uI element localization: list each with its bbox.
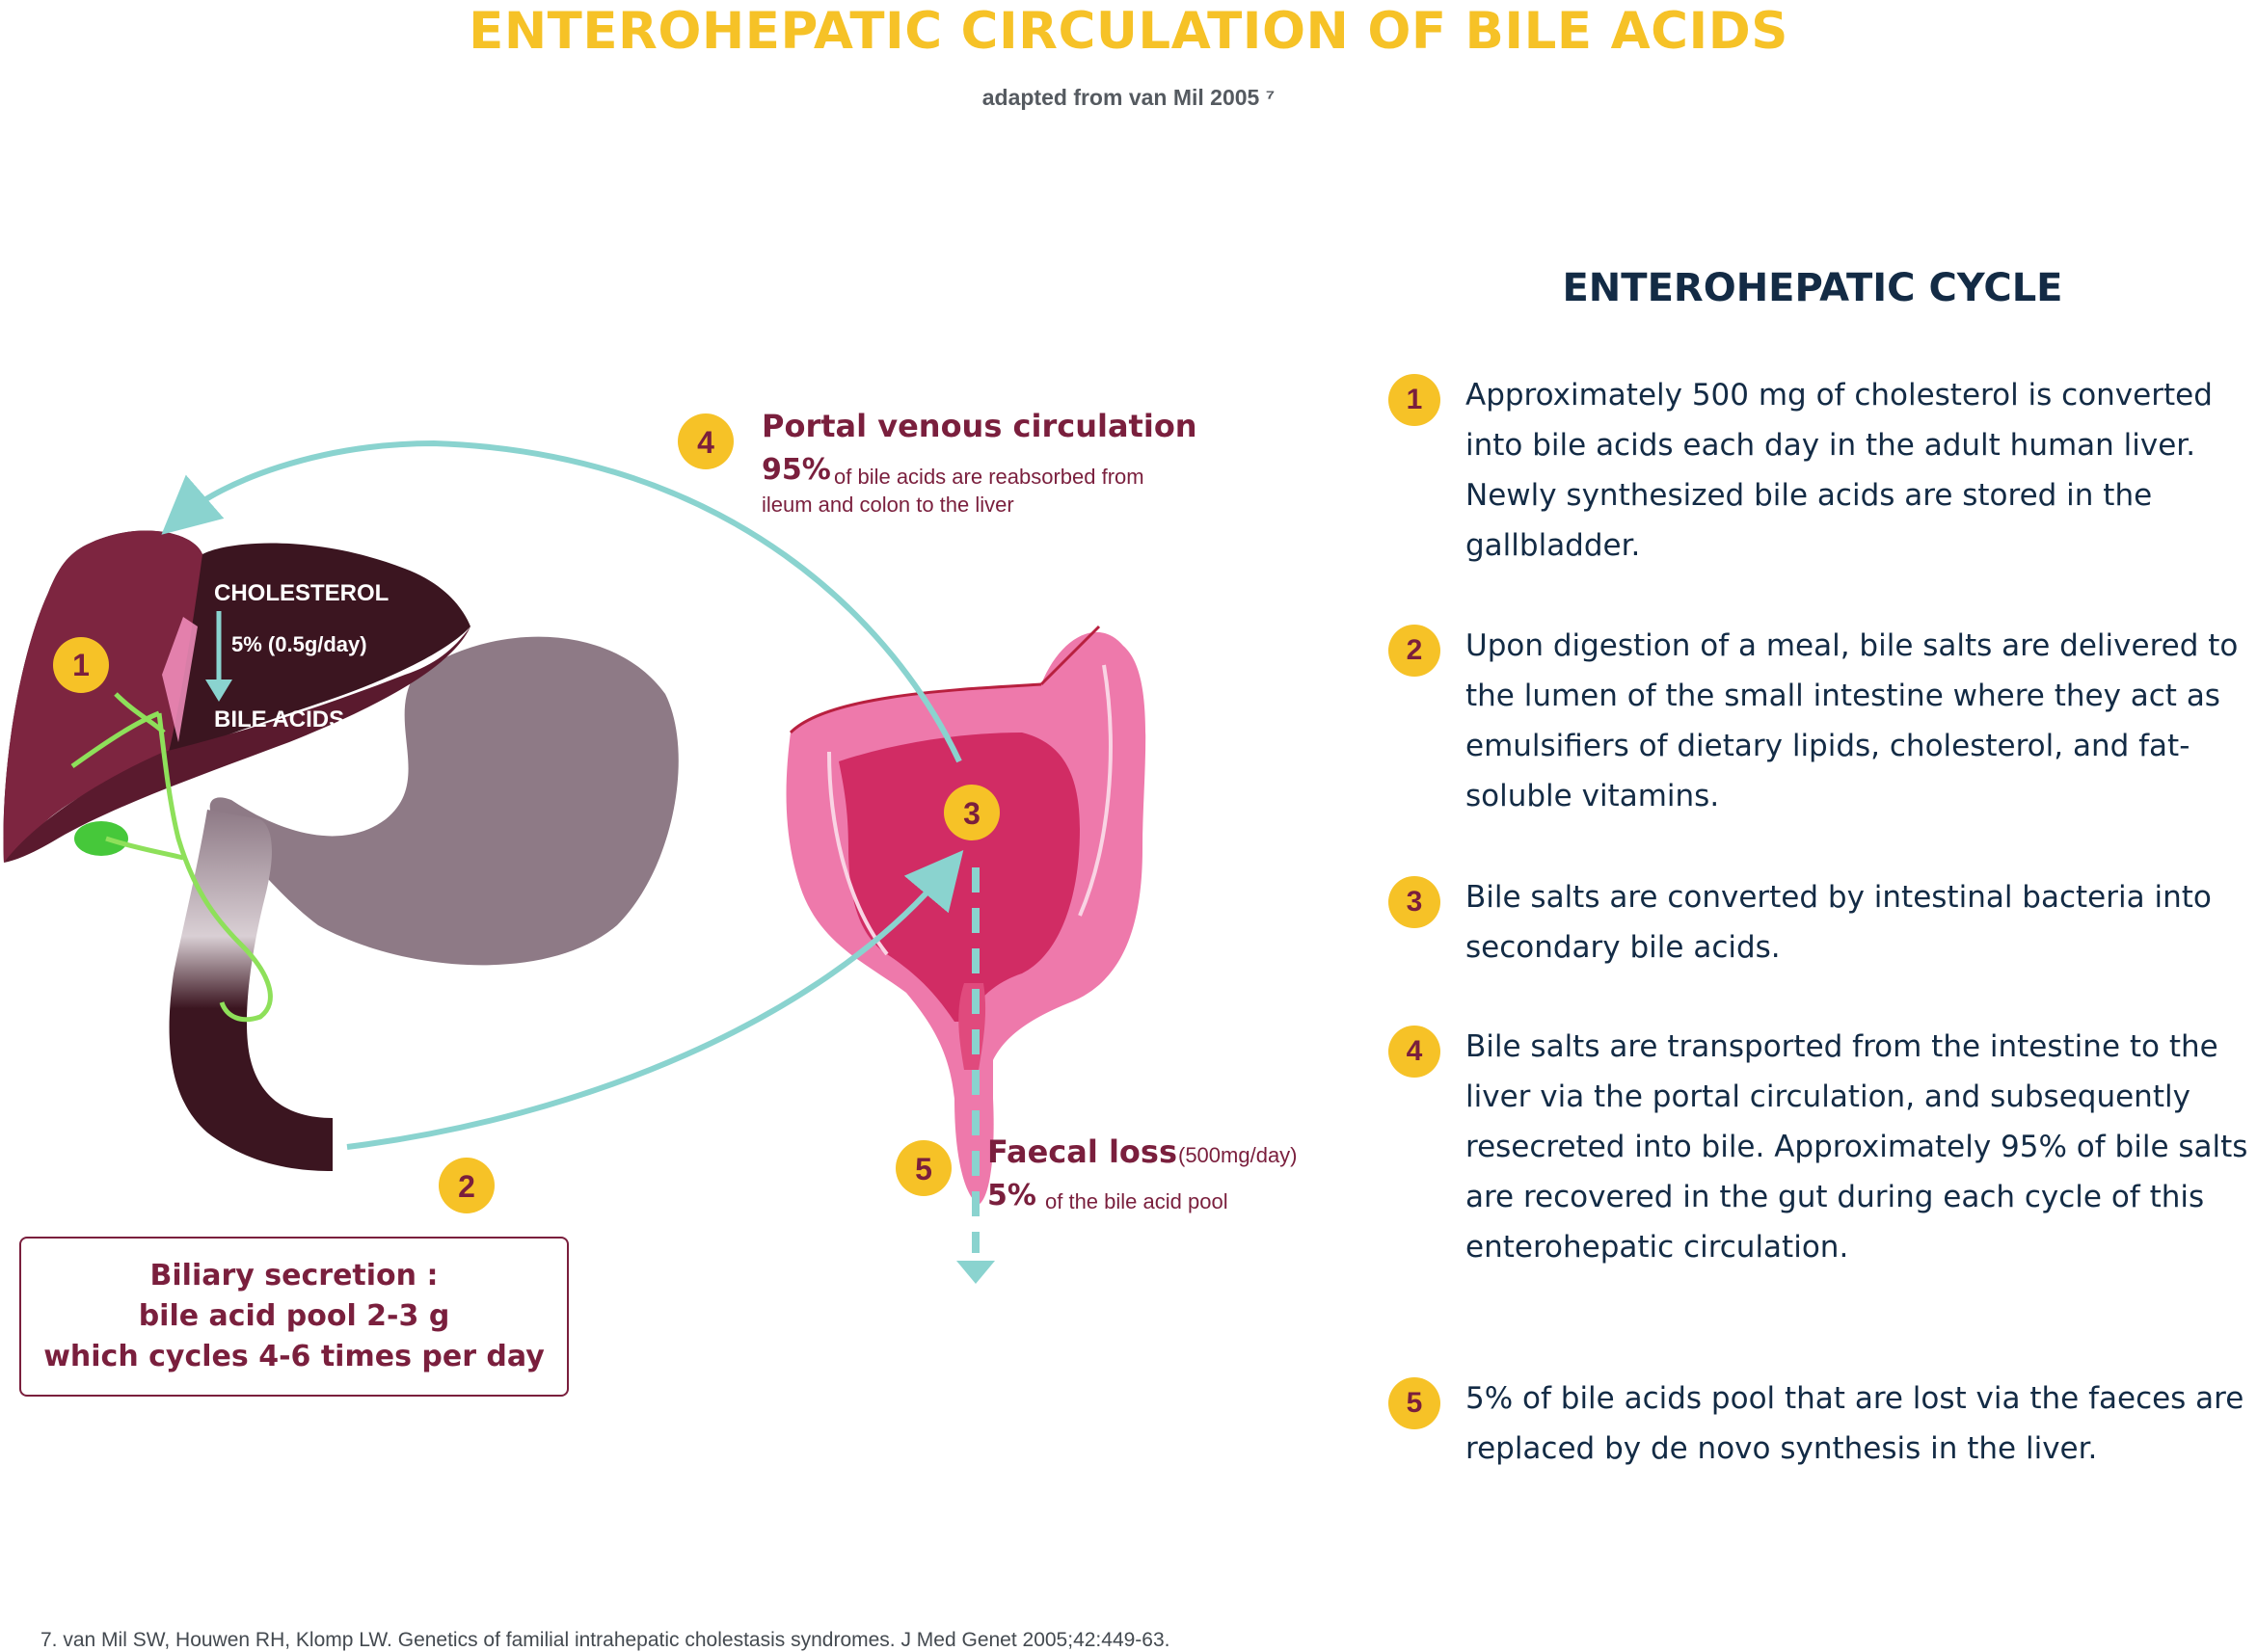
- page-title: ENTEROHEPATIC CIRCULATION OF BILE ACIDS: [469, 2, 1788, 61]
- step-5-text: 5% of bile acids pool that are lost via …: [1465, 1381, 2244, 1466]
- liver-right-lobe: [3, 530, 202, 863]
- step-1-badge: 1: [1388, 374, 1440, 426]
- large-intestine-shape: [786, 625, 1146, 1205]
- biliary-line1: Biliary secretion :: [149, 1259, 439, 1292]
- faecal-rate: (500mg/day): [1178, 1143, 1298, 1167]
- portal-text-line1: of bile acids are reabsorbed from: [834, 465, 1144, 489]
- step-3-text: Bile salts are converted by intestinal b…: [1465, 880, 2212, 965]
- biliary-line2: bile acid pool 2-3 g: [138, 1299, 450, 1333]
- biliary-line3: which cycles 4-6 times per day: [43, 1340, 545, 1373]
- cystic-duct-highlight: [162, 617, 198, 742]
- step-4-text: Bile salts are transported from the inte…: [1465, 1029, 2248, 1265]
- stomach-shape: [209, 636, 679, 966]
- step-5-badge: 5: [1388, 1377, 1440, 1429]
- bile-duct: [70, 692, 273, 1023]
- portal-percent: 95%: [762, 453, 831, 487]
- badge-3-circle: [944, 785, 1000, 840]
- gallbladder-shape: [74, 821, 128, 856]
- conversion-rate-label: 5% (0.5g/day): [231, 632, 367, 656]
- badge-2-label: 2: [458, 1169, 475, 1204]
- portal-text-line2: ileum and colon to the liver: [762, 493, 1014, 517]
- faecal-percent: 5%: [987, 1179, 1036, 1212]
- step-2-badge: 2: [1388, 625, 1440, 677]
- step-2-text: Upon digestion of a meal, bile salts are…: [1465, 628, 2239, 813]
- liver-highlight: [4, 626, 470, 863]
- faecal-text: of the bile acid pool: [1045, 1189, 1228, 1213]
- faecal-arrow-head: [956, 1261, 995, 1284]
- badge-1-label: 1: [72, 648, 90, 682]
- duodenum-shape: [169, 810, 333, 1171]
- faecal-title: Faecal loss: [987, 1133, 1177, 1170]
- footnote-reference: 7. van Mil SW, Houwen RH, Klomp LW. Gene…: [40, 1629, 1170, 1651]
- badge-4-circle: [678, 413, 734, 469]
- badge-3-label: 3: [963, 796, 981, 831]
- badge-1-circle: [53, 637, 109, 693]
- badge-5-label: 5: [915, 1152, 932, 1186]
- bile-acids-label: BILE ACIDS: [214, 706, 344, 733]
- step-3-badge: 3: [1388, 876, 1440, 928]
- step-4-badge: 4: [1388, 1026, 1440, 1078]
- intestine-arrow: [346, 850, 964, 1150]
- portal-title: Portal venous circulation: [762, 408, 1197, 444]
- cholesterol-label: CHOLESTEROL: [214, 580, 389, 606]
- badge-2-circle: [439, 1158, 495, 1213]
- page-subtitle: adapted from van Mil 2005 ⁷: [981, 85, 1276, 110]
- step-1-text: Approximately 500 mg of cholesterol is c…: [1465, 378, 2213, 563]
- badge-5-circle: [896, 1140, 952, 1196]
- conversion-arrow-head: [205, 679, 232, 702]
- badge-4-label: 4: [697, 425, 714, 460]
- portal-arrow: [161, 440, 962, 763]
- biliary-secretion-box: Biliary secretion : bile acid pool 2-3 g…: [19, 1237, 569, 1397]
- cycle-title: ENTEROHEPATIC CYCLE: [1562, 266, 2063, 310]
